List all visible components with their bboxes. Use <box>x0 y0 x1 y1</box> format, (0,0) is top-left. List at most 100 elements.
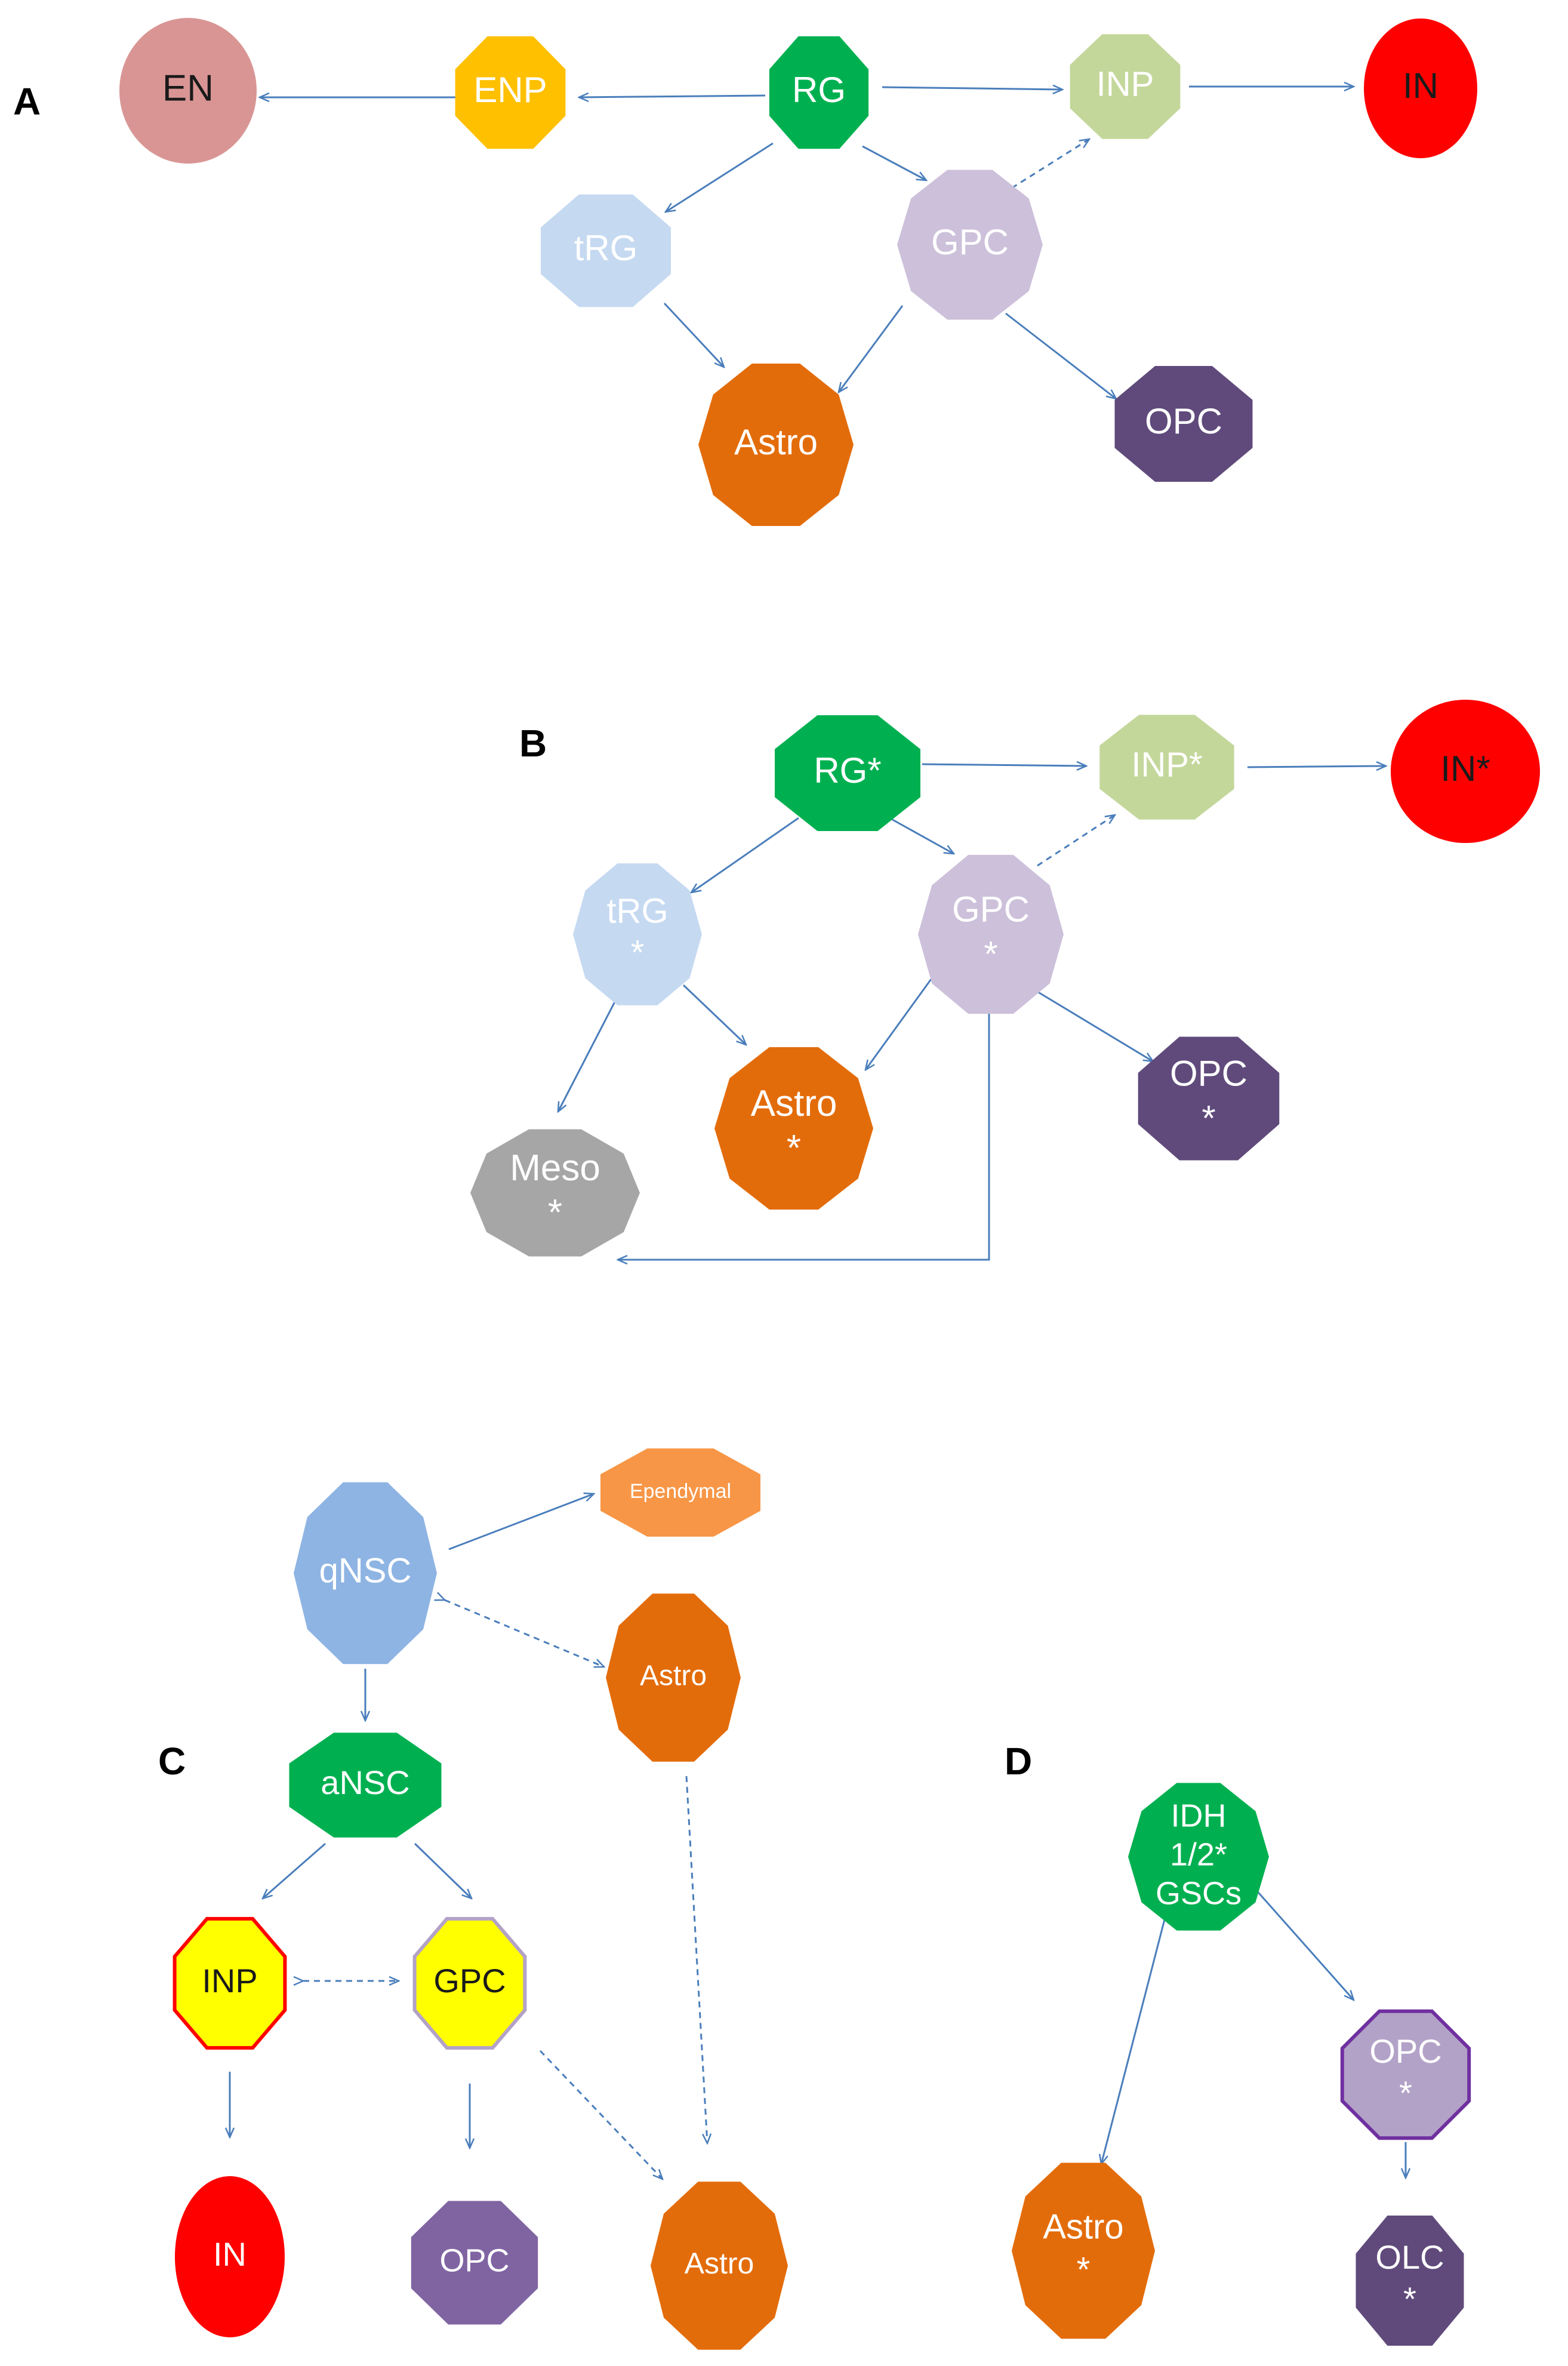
node-shape-d-gsc <box>1128 1783 1269 1931</box>
node-label-a-gpc: GPC <box>931 222 1009 262</box>
edge-c-qnsc-astro <box>445 1600 604 1667</box>
node-c-qnsc: qNSC <box>294 1482 437 1664</box>
node-label-a-opc: OPC <box>1145 401 1222 441</box>
edge-a-rg-inp <box>882 87 1062 90</box>
node-shape-a-enp <box>455 36 566 149</box>
node-label-b-astro: Astro <box>751 1083 837 1124</box>
node-label-b-trg: tRG <box>606 891 668 930</box>
edge-d-gsc-astro <box>1101 1910 1168 2164</box>
node-a-inp: INP <box>1070 34 1181 139</box>
node-label-a-inp: INP <box>1096 64 1154 103</box>
edge-b-inp-in <box>1247 766 1386 767</box>
node-b-meso: Meso* <box>470 1129 640 1257</box>
node-label-a-enp: ENP <box>473 70 547 110</box>
node-c-opc: OPC <box>411 2201 538 2325</box>
node-label-b-meso: Meso <box>510 1147 600 1189</box>
panel-label-c: C <box>158 1740 186 1783</box>
node-shape-c-opc <box>411 2201 538 2325</box>
node-shape-b-meso <box>470 1129 640 1257</box>
node-shape-b-opc <box>1138 1036 1280 1161</box>
node-label-c-in: IN <box>213 2235 247 2273</box>
node-shape-a-in <box>1364 19 1477 158</box>
edge-c-qnsc-ependymal <box>448 1494 594 1550</box>
node-label-c-inp: INP <box>202 1962 257 1999</box>
node-shape-a-en <box>119 18 257 164</box>
node-d-opc: OPC * <box>1340 2009 1471 2140</box>
node-label-a-astro: Astro <box>734 422 818 462</box>
node-c-gpc: GPC <box>412 1916 527 2050</box>
node-label-b-in: IN* <box>1440 749 1490 789</box>
node-d-olc: OLC* <box>1356 2216 1464 2346</box>
node-shape-c-gpc <box>412 1916 527 2050</box>
node-shape-c-ansc <box>289 1733 442 1838</box>
edge-c-ansc-inp <box>263 1842 326 1899</box>
edge-a-rg-gpc <box>862 145 926 180</box>
node-label-b-meso-line2: * <box>548 1192 562 1233</box>
node-b-in: IN* <box>1391 700 1540 843</box>
node-shape-b-rg <box>775 715 920 831</box>
node-shape-d-astro <box>1012 2162 1155 2339</box>
node-b-gpc: GPC* <box>918 854 1064 1014</box>
node-shape-a-inp <box>1070 34 1181 139</box>
node-label-b-opc: OPC <box>1170 1053 1247 1093</box>
node-a-trg: tRG <box>541 194 671 307</box>
panel-c-edges <box>230 1494 707 2179</box>
node-label-a-en: EN <box>162 67 214 109</box>
node-shape-b-trg <box>573 863 702 1005</box>
node-shape-c-astrotop <box>606 1593 741 1762</box>
node-shape-b-in <box>1391 700 1540 843</box>
node-label-b-gpc-line2: * <box>984 934 997 974</box>
edge-b-rg-trg <box>691 817 799 893</box>
node-shape-d-opc <box>1340 2009 1471 2140</box>
node-label-b-opc-line2: * <box>1202 1098 1215 1138</box>
node-shape-a-gpc <box>897 170 1043 320</box>
node-label-a-in: IN <box>1403 66 1438 106</box>
node-b-trg: tRG* <box>573 863 702 1005</box>
node-a-opc: OPC <box>1114 366 1253 482</box>
edge-b-trg-meso <box>558 1001 616 1112</box>
node-label-a-trg: tRG <box>574 228 638 268</box>
node-shape-c-astrobottom <box>651 2182 788 2350</box>
panel-label-a: A <box>13 80 41 123</box>
edge-c-gpc-astro <box>539 2050 663 2179</box>
node-shape-b-inp <box>1099 715 1234 820</box>
edge-b-rg-inp <box>922 764 1086 766</box>
node-label-c-astrobottom: Astro <box>685 2247 754 2280</box>
node-b-rg: RG* <box>775 715 920 831</box>
node-c-ependymal: Ependymal <box>600 1448 760 1537</box>
node-label-c-qnsc: qNSC <box>319 1551 412 1590</box>
node-shape-a-opc <box>1114 366 1253 482</box>
node-label-d-opc-line2: * <box>1399 2074 1412 2112</box>
node-label-d-gsc-line3: GSCs <box>1156 1875 1242 1911</box>
edge-b-gpc-meso <box>618 1003 990 1260</box>
panel-label-b: B <box>519 722 547 765</box>
node-d-astro: Astro* <box>1012 2162 1155 2339</box>
edge-b-trg-astro <box>682 984 746 1045</box>
node-a-astro: Astro <box>698 364 854 526</box>
node-c-in: IN <box>175 2176 285 2337</box>
panel-d-edges <box>1101 1883 1406 2178</box>
panel-a-edges <box>260 87 1354 399</box>
node-a-gpc: GPC <box>897 170 1043 320</box>
node-label-b-inp: INP* <box>1131 745 1202 784</box>
node-label-d-astro-line2: * <box>1077 2250 1090 2289</box>
node-label-d-gsc-line2: 1/2* <box>1170 1836 1227 1872</box>
edge-a-rg-trg <box>666 142 774 212</box>
node-a-in: IN <box>1364 19 1477 158</box>
node-shape-c-inp <box>172 1916 287 2050</box>
edge-a-gpc-astro <box>839 305 904 392</box>
edge-b-gpc-astro <box>865 979 932 1070</box>
node-c-astrotop: Astro <box>606 1593 741 1762</box>
node-b-inp: INP* <box>1099 715 1234 820</box>
node-shape-b-gpc <box>918 854 1064 1014</box>
edge-a-trg-astro <box>663 302 724 367</box>
node-label-a-rg: RG <box>792 70 846 110</box>
node-label-c-ependymal: Ependymal <box>630 1480 731 1503</box>
node-label-d-olc: OLC <box>1375 2238 1444 2276</box>
node-label-d-opc: OPC <box>1369 2032 1441 2070</box>
edge-b-gpc-inp <box>1037 815 1115 867</box>
edge-a-gpc-opc <box>1005 312 1116 399</box>
node-a-en: EN <box>119 18 257 164</box>
